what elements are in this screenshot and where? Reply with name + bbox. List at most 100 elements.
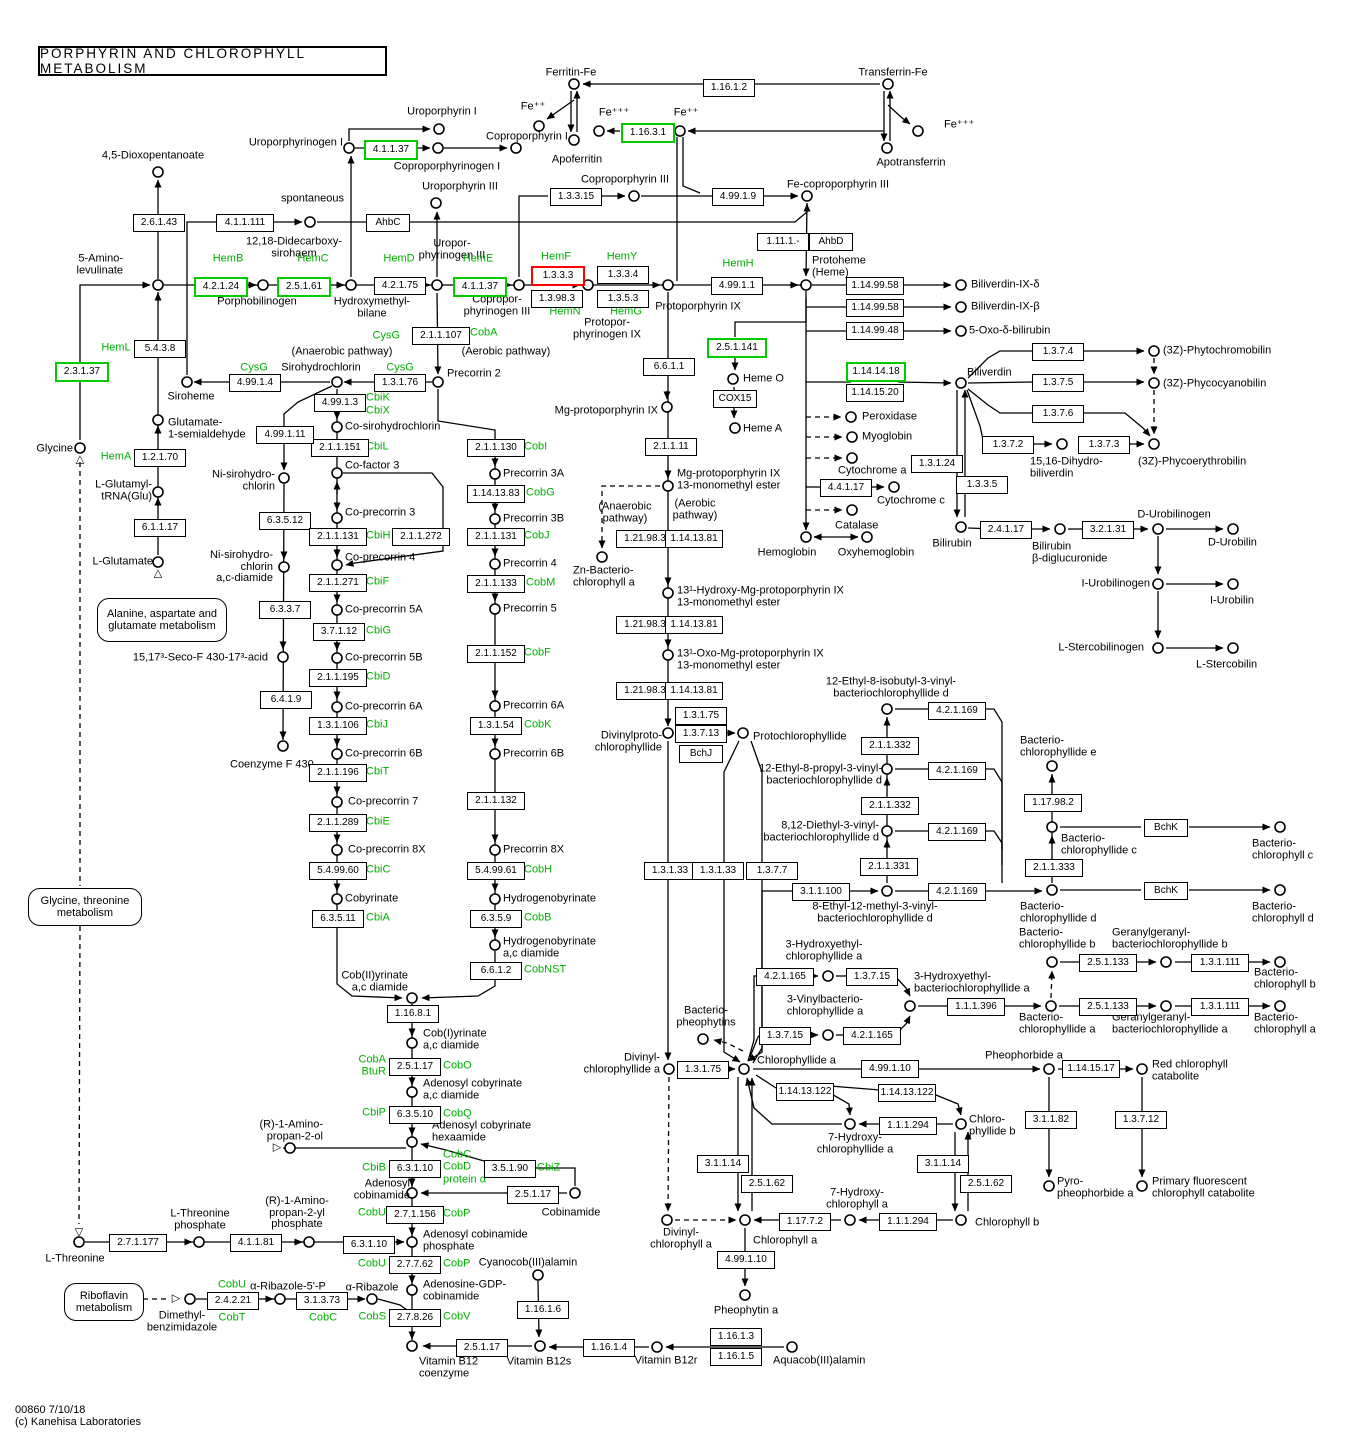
compound-circle[interactable]	[846, 431, 858, 443]
compound-circle[interactable]	[912, 125, 924, 137]
compound-circle[interactable]	[1136, 1180, 1148, 1192]
ec-box[interactable]: 1.14.14.18	[846, 362, 906, 382]
ec-box[interactable]: 1.14.99.58	[846, 277, 904, 295]
compound-circle[interactable]	[1148, 345, 1160, 357]
ec-box[interactable]: 1.16.1.6	[517, 1301, 569, 1319]
ec-box[interactable]: 1.3.7.15	[846, 968, 898, 986]
ec-box[interactable]: 1.3.3.3	[531, 266, 585, 286]
compound-circle[interactable]	[729, 422, 741, 434]
compound-circle[interactable]	[331, 421, 343, 433]
ec-box[interactable]: 1.1.1.294	[879, 1213, 937, 1231]
compound-circle[interactable]	[331, 467, 343, 479]
compound-circle[interactable]	[801, 190, 813, 202]
ec-box[interactable]: 4.2.1.169	[928, 762, 986, 780]
ec-box[interactable]: 6.6.1.1	[643, 358, 695, 376]
compound-circle[interactable]	[569, 1187, 581, 1199]
ec-box[interactable]: 1.3.7.3	[1078, 436, 1130, 454]
compound-circle[interactable]	[304, 216, 316, 228]
compound-circle[interactable]	[152, 414, 164, 426]
compound-circle[interactable]	[430, 197, 442, 209]
compound-circle[interactable]	[152, 556, 164, 568]
compound-circle[interactable]	[662, 587, 674, 599]
pathway-link[interactable]: Glycine, threonine metabolism	[28, 888, 142, 926]
ec-box[interactable]: 3.1.1.82	[1025, 1111, 1077, 1129]
compound-circle[interactable]	[343, 142, 355, 154]
ec-box[interactable]: 3.1.1.14	[917, 1155, 969, 1173]
compound-circle[interactable]	[881, 703, 893, 715]
ec-box[interactable]: 2.7.8.26	[389, 1309, 441, 1327]
ec-box[interactable]: 1.14.13.122	[776, 1083, 834, 1101]
ec-box[interactable]: 2.1.1.132	[467, 792, 525, 810]
ec-box[interactable]: 4.1.1.81	[230, 1234, 282, 1252]
ec-box[interactable]: 5.4.99.61	[467, 862, 525, 880]
ec-box[interactable]: 4.2.1.169	[928, 883, 986, 901]
compound-circle[interactable]	[331, 652, 343, 664]
ec-box[interactable]: 5.4.99.60	[309, 862, 367, 880]
ec-box[interactable]: 6.3.5.9	[470, 910, 522, 928]
ec-box[interactable]: 4.99.1.9	[712, 188, 764, 206]
compound-circle[interactable]	[331, 512, 343, 524]
ec-box[interactable]: 4.99.1.10	[717, 1251, 775, 1269]
compound-circle[interactable]	[1274, 884, 1286, 896]
ec-box[interactable]: 6.3.1.10	[389, 1160, 441, 1178]
ec-box[interactable]: 2.6.1.43	[133, 214, 185, 232]
compound-circle[interactable]	[955, 1214, 967, 1226]
compound-circle[interactable]	[1152, 578, 1164, 590]
compound-circle[interactable]	[955, 279, 967, 291]
compound-circle[interactable]	[489, 748, 501, 760]
compound-circle[interactable]	[661, 401, 673, 413]
ec-box[interactable]: 1.3.1.24	[911, 455, 963, 473]
compound-circle[interactable]	[406, 1284, 418, 1296]
compound-circle[interactable]	[844, 1214, 856, 1226]
compound-circle[interactable]	[489, 893, 501, 905]
compound-circle[interactable]	[1274, 821, 1286, 833]
compound-circle[interactable]	[1054, 523, 1066, 535]
ec-box[interactable]: 1.3.1.75	[675, 707, 727, 725]
compound-circle[interactable]	[881, 825, 893, 837]
compound-circle[interactable]	[738, 1063, 750, 1075]
compound-circle[interactable]	[331, 748, 343, 760]
ec-box[interactable]: 2.1.1.11	[645, 438, 697, 456]
compound-circle[interactable]	[844, 1118, 856, 1130]
ec-box[interactable]: AhbC	[366, 214, 410, 232]
ec-box[interactable]: 2.1.1.131	[467, 528, 525, 546]
ec-box[interactable]: 2.7.1.156	[386, 1206, 444, 1224]
compound-circle[interactable]	[277, 740, 289, 752]
ec-box[interactable]: 4.2.1.169	[928, 702, 986, 720]
compound-circle[interactable]	[193, 1236, 205, 1248]
compound-circle[interactable]	[882, 78, 894, 90]
ec-box[interactable]: 1.3.7.7	[746, 862, 798, 880]
compound-circle[interactable]	[74, 442, 86, 454]
compound-circle[interactable]	[1274, 1000, 1286, 1012]
ec-box[interactable]: 4.2.1.75	[374, 277, 426, 295]
compound-circle[interactable]	[661, 1214, 673, 1226]
ec-box[interactable]: 1.14.13.81	[665, 616, 723, 634]
ec-box[interactable]: 1.3.3.15	[550, 188, 602, 206]
compound-circle[interactable]	[800, 531, 812, 543]
ec-box[interactable]: 2.1.1.107	[412, 327, 470, 345]
ec-box[interactable]: 3.5.1.90	[484, 1160, 536, 1178]
compound-circle[interactable]	[432, 142, 444, 154]
ec-box[interactable]: 3.7.1.12	[313, 623, 365, 641]
compound-circle[interactable]	[846, 504, 858, 516]
compound-circle[interactable]	[406, 992, 418, 1004]
compound-circle[interactable]	[489, 700, 501, 712]
compound-circle[interactable]	[1148, 438, 1160, 450]
compound-circle[interactable]	[1056, 438, 1068, 450]
ec-box[interactable]: 2.1.1.151	[311, 439, 369, 457]
ec-box[interactable]: 6.6.1.2	[470, 962, 522, 980]
ec-box[interactable]: 2.5.1.17	[456, 1339, 508, 1357]
compound-circle[interactable]	[1274, 956, 1286, 968]
compound-circle[interactable]	[800, 279, 812, 291]
compound-circle[interactable]	[489, 603, 501, 615]
ec-box[interactable]: 1.14.99.58	[846, 299, 904, 317]
ec-box[interactable]: 1.16.1.4	[583, 1339, 635, 1357]
compound-circle[interactable]	[1148, 377, 1160, 389]
ec-box[interactable]: 4.1.1.37	[364, 140, 418, 160]
compound-circle[interactable]	[568, 78, 580, 90]
ec-box[interactable]: 2.3.1.37	[55, 362, 109, 382]
ec-box[interactable]: 2.5.1.133	[1079, 998, 1137, 1016]
ec-box[interactable]: 1.3.1.75	[677, 1061, 729, 1079]
ec-box[interactable]: 1.3.7.5	[1032, 374, 1084, 392]
compound-circle[interactable]	[406, 1236, 418, 1248]
